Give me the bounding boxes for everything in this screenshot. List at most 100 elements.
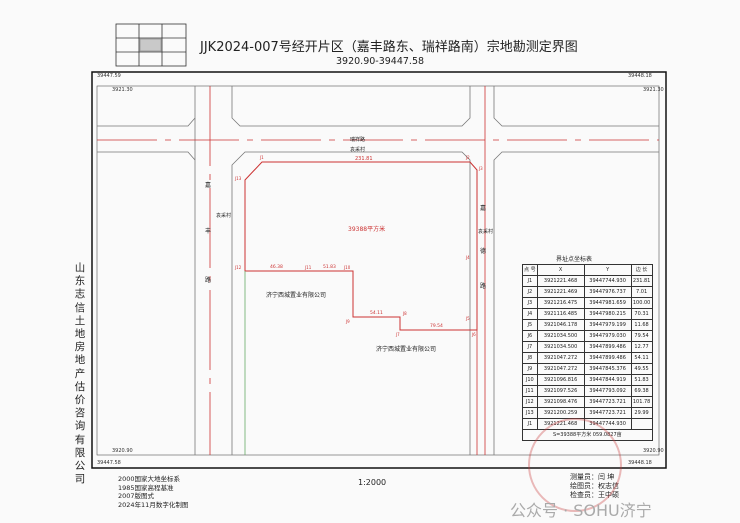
point-label: J3 [479, 166, 483, 171]
table-cell: 3921034.500 [536, 330, 585, 342]
point-label: J7 [396, 332, 400, 337]
point-label: J1 [260, 155, 264, 160]
coord-label: 3920.90 [643, 448, 664, 454]
parcel-area: 39388平方米 [348, 226, 386, 233]
table-cell: 39447793.092 [583, 385, 632, 397]
road-label-top: 瑞祥路 [350, 137, 366, 143]
table-cell: 3921098.476 [536, 396, 585, 408]
edge-length-cell: 231.81 [630, 275, 653, 287]
road-label-left: 嘉 [205, 182, 212, 189]
col-header: X [536, 264, 585, 276]
road-label-right: 路 [480, 283, 487, 290]
inner-frame [96, 85, 660, 456]
edge-length: 51.83 [323, 265, 336, 270]
table-cell: 3921034.500 [536, 341, 585, 353]
road-label-right: 德 [480, 248, 487, 255]
table-cell: 39447744.930 [583, 275, 632, 287]
coord-label: 3920.90 [112, 448, 133, 454]
table-cell: 3921116.485 [536, 308, 585, 320]
table-cell: 3921046.178 [536, 319, 585, 331]
edge-length-cell: 49.55 [630, 363, 653, 375]
table-cell: 39447844.919 [583, 374, 632, 386]
table-cell: J2 [522, 286, 538, 298]
road-label-left: 丰 [205, 228, 212, 235]
map-notes: 2000国家大地坐标系 1985国家高程基准 2007版图式 2024年11月数… [118, 475, 188, 509]
point-label: J11 [305, 265, 312, 270]
table-cell: 3921200.259 [536, 407, 585, 419]
point-label: J10 [344, 265, 351, 270]
table-cell: 3921221.469 [536, 286, 585, 298]
table-cell: J9 [522, 363, 538, 375]
road-centerlines [97, 86, 659, 455]
road-label-right: 嘉 [480, 205, 487, 212]
coord-label: 39447.58 [97, 460, 121, 466]
watermark: 公众号 · SOHU济宁 [510, 501, 652, 520]
edge-length-cell: 54.11 [630, 352, 653, 364]
village-label-top: 袁采村 [350, 147, 366, 153]
point-label: J13 [235, 176, 242, 181]
coord-label: 3921.30 [112, 87, 133, 93]
table-cell: 39447899.486 [583, 352, 632, 364]
col-header: 边 长 [630, 264, 653, 276]
table-cell: J6 [522, 330, 538, 342]
edge-length-cell: 69.38 [630, 385, 653, 397]
table-cell: 39447980.215 [583, 308, 632, 320]
edge-length-top: 231.81 [355, 156, 373, 162]
official-seal [528, 418, 622, 512]
table-cell: 39447981.659 [583, 297, 632, 309]
note-line: 2024年11月数字化制图 [118, 500, 189, 509]
note-line: 2000国家大地坐标系 [118, 475, 181, 483]
edge-length-cell: 79.54 [630, 330, 653, 342]
point-label: J8 [403, 311, 407, 316]
edge-length-cell: 29.99 [630, 407, 653, 419]
point-label: J6 [472, 332, 476, 337]
index-grid [115, 23, 187, 67]
table-cell: 3921096.816 [536, 374, 585, 386]
edge-length: 46.38 [270, 265, 283, 270]
table-cell: 39447845.376 [583, 363, 632, 375]
road-edges [97, 86, 659, 455]
point-label: J2 [466, 155, 470, 160]
point-label: J5 [466, 316, 470, 321]
point-label: J9 [346, 319, 350, 324]
table-cell: J12 [522, 396, 538, 408]
edge-length: 54.11 [370, 311, 383, 316]
village-label-left: 袁采村 [216, 213, 232, 219]
point-label: J4 [466, 255, 470, 260]
point-label: J12 [235, 265, 242, 270]
edge-length-cell [630, 418, 653, 430]
table-cell: J5 [522, 319, 538, 331]
edge-length-cell: 12.77 [630, 341, 653, 353]
table-cell: 3921047.272 [536, 352, 585, 364]
neighbor-owner: 济宁西城置业有限公司 [376, 346, 437, 353]
table-cell: J4 [522, 308, 538, 320]
village-label-right: 袁采村 [478, 229, 494, 235]
coord-label: 3921.30 [643, 87, 664, 93]
parcel-boundary [244, 161, 478, 331]
outer-frame [91, 71, 667, 469]
coord-label: 39448.18 [628, 460, 652, 466]
table-cell: 39447723.721 [583, 407, 632, 419]
table-cell: J1 [522, 275, 538, 287]
col-header: 点 号 [522, 264, 538, 276]
map-scale: 1:2000 [358, 478, 387, 487]
map-subtitle: 3920.90-39447.58 [336, 56, 425, 67]
map-title: JJK2024-007号经开片区（嘉丰路东、瑞祥路南）宗地勘测定界图 [200, 40, 578, 55]
edge-length: 79.54 [430, 324, 443, 329]
table-cell: 3921097.526 [536, 385, 585, 397]
table-cell: 3921216.475 [536, 297, 585, 309]
edge-length-cell: 7.01 [630, 286, 653, 298]
coord-label: 39447.59 [97, 73, 121, 79]
coord-table-title: 界址点坐标表 [556, 256, 593, 263]
